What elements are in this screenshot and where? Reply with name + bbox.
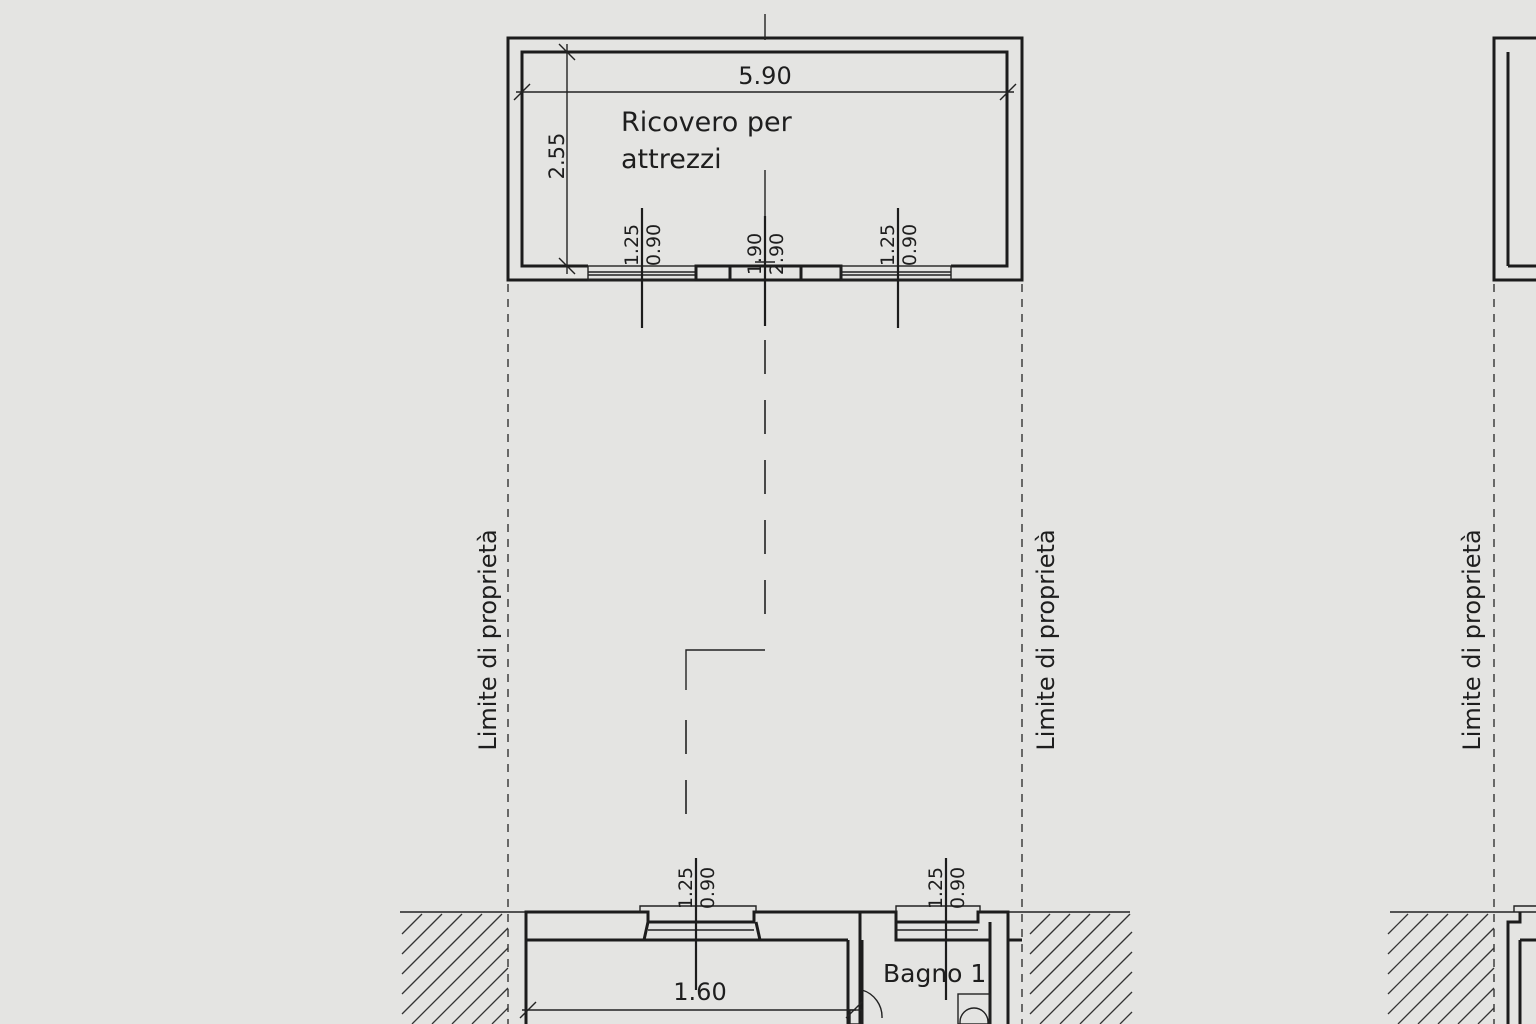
opening-center-height: 2.90 [766,233,788,275]
boundary-label-left: Limite di proprietà [474,529,502,750]
hatch-line [1387,913,1409,935]
hatch-line [401,913,423,935]
shed-pier-right [799,264,843,282]
hatch-line [1387,913,1489,1015]
property-boundaries: Limite di proprietà Limite di proprietà … [474,284,1495,1024]
door-swing [861,989,883,1019]
hatch-line [431,947,509,1024]
hatch-line [401,913,483,995]
shed-depth-dimension: 2.55 [545,133,569,180]
hatch-line [1029,913,1131,1015]
toilet-icon [957,993,991,1024]
opening-right-sill: 0.90 [899,224,921,266]
hatch-line [1029,913,1071,955]
opening-left-height: 1.25 [621,224,643,266]
terrain-hatch-right [1029,913,1133,1024]
hatch-line [1397,927,1495,1024]
hatch-line [491,1007,509,1024]
window-right-sill: 0.90 [947,867,969,909]
opening-right-height: 1.25 [877,224,899,266]
window-right-height: 1.25 [925,867,947,909]
window-left-height: 1.25 [675,867,697,909]
bathroom-label: Bagno 1 [883,959,986,988]
hatch-line [1059,951,1133,1024]
boundary-label-center: Limite di proprietà [1032,529,1060,750]
boundary-label-right: Limite di proprietà [1458,529,1486,750]
terrain-hatch-far-right [1387,913,1495,1024]
hatch-line [401,913,463,975]
hatch-line [1029,913,1111,995]
house-outer-wall [524,910,862,1024]
shed-building: 5.90 2.55 Ricovero per attrezzi 1.25 0.9… [506,14,1024,328]
hatch-line [471,987,509,1024]
hatch-line [1029,913,1091,975]
neighbor-building-top [1492,36,1536,282]
hatch-line [451,967,509,1024]
hatch-line [1387,913,1469,995]
shed-width-dimension: 5.90 [738,62,791,90]
terrain-hatch-left [401,913,509,1024]
window-left-sill: 0.90 [697,867,719,909]
hatch-line [1387,913,1429,955]
hatch-line [1387,913,1449,975]
hatch-line [401,913,443,955]
hatch-line [1437,967,1495,1024]
hatch-line [401,913,503,1015]
hatch-line [1457,987,1495,1024]
hatch-line [1039,931,1133,1024]
hatch-line [1079,971,1133,1024]
hatch-line [1477,1007,1495,1024]
hatch-line [1417,947,1495,1024]
shed-pier-left [694,264,732,282]
house-window-right [895,905,981,912]
hatch-line [1099,991,1133,1024]
house-window-left [639,905,757,912]
opening-center-width: 1.90 [744,233,766,275]
shed-room-label-2: attrezzi [621,144,722,175]
hatch-line [1119,1011,1133,1024]
path-centerline [685,340,766,840]
shed-room-label: Ricovero per [621,107,793,138]
neighbor-building-bottom [1506,905,1536,1024]
shed-inner-wall [520,50,1009,268]
room-width-dimension: 1.60 [673,978,726,1006]
shed-window-right [840,265,952,281]
hatch-line [411,927,509,1024]
house-building: 1.60 Bagno 1 1.25 0.90 1.25 0.90 [400,858,1536,1024]
opening-left-sill: 0.90 [643,224,665,266]
hatch-line [1029,913,1051,935]
